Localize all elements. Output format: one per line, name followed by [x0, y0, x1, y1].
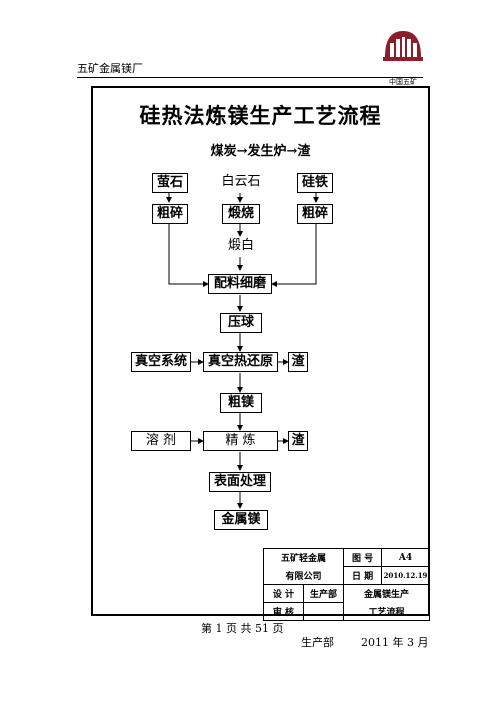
- node-dolomite: 白云石: [215, 173, 267, 193]
- node-crude-magnesium: 粗镁: [220, 393, 262, 413]
- node-mix-grind: 配料细磨: [208, 274, 272, 294]
- node-calcine: 煅烧: [222, 204, 260, 224]
- node-slag-2: 渣: [288, 431, 308, 451]
- node-press: 压球: [220, 313, 262, 333]
- node-vacuum-reduction: 真空热还原: [203, 352, 278, 372]
- node-crush-right: 粗碎: [297, 204, 333, 224]
- footer-dept: 生产部: [301, 636, 334, 649]
- tb-design-label: 设 计: [263, 584, 304, 603]
- header-rule: [77, 77, 423, 78]
- footer-date: 2011 年 3 月: [361, 636, 429, 649]
- tb-design-dept: 生产部: [302, 584, 345, 603]
- tb-name-line1: 金属镁生产: [343, 584, 431, 603]
- node-ferrosilicon: 硅铁: [297, 173, 333, 193]
- drawing-frame: [91, 86, 430, 616]
- node-fluorite: 萤石: [152, 173, 188, 193]
- tb-name-line2: 工艺流程: [343, 602, 431, 621]
- company-logo: 中国五矿: [381, 27, 425, 86]
- node-crush-left: 粗碎: [152, 204, 188, 224]
- fuel-flow-line: 煤炭→发生炉→渣: [210, 144, 311, 159]
- tb-company-line1: 五矿轻金属: [262, 548, 345, 567]
- tb-drawing-no: A4: [381, 548, 431, 567]
- logo-text: 中国五矿: [389, 78, 417, 86]
- node-vacuum-system: 真空系统: [131, 352, 191, 372]
- node-slag-1: 渣: [288, 352, 308, 372]
- tb-review-value: [302, 602, 345, 621]
- tb-review-label: 审 核: [263, 602, 304, 621]
- node-refining: 精 炼: [203, 431, 278, 451]
- drawing-title-block: 五矿轻金属 图 号 A4 有限公司 日 期 2010.12.19 设 计 生产部…: [262, 548, 431, 621]
- node-calcined-dolomite: 煅白: [220, 237, 262, 257]
- header-company: 五矿金属镁厂: [77, 62, 143, 75]
- tb-date: 2010.12.19: [381, 566, 431, 585]
- node-flux: 溶 剂: [131, 431, 191, 451]
- tb-company-line2: 有限公司: [262, 566, 345, 585]
- node-magnesium-metal: 金属镁: [214, 510, 268, 530]
- node-surface-treatment: 表面处理: [209, 472, 271, 492]
- page-title: 硅热法炼镁生产工艺流程: [139, 103, 382, 128]
- tb-date-label: 日 期: [343, 566, 383, 585]
- tb-drawing-no-label: 图 号: [343, 548, 383, 567]
- page-count: 第 1 页 共 51 页: [201, 622, 284, 635]
